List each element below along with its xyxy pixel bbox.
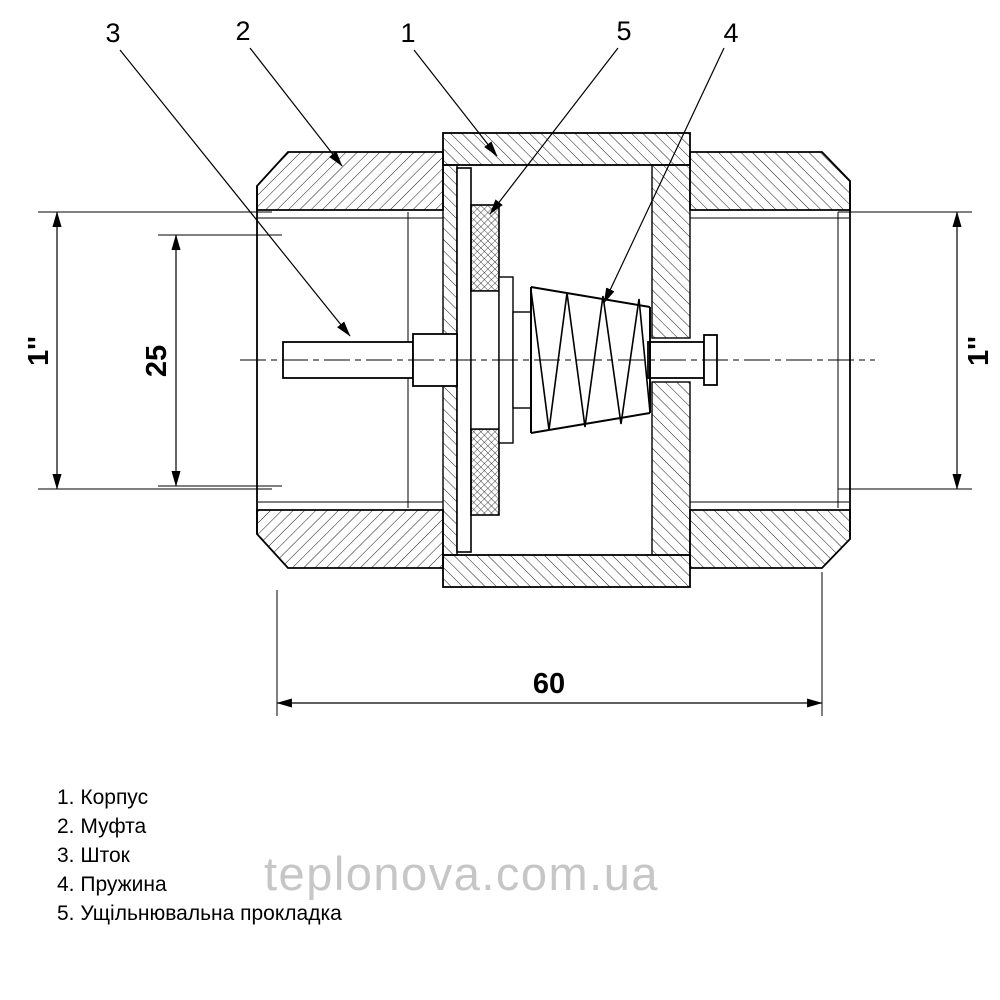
gasket-lower xyxy=(470,428,500,516)
gasket-upper xyxy=(470,204,500,292)
dim-inner-label: 25 xyxy=(141,345,173,377)
stem-guide-upper xyxy=(651,164,691,339)
dimension-inner: 25 xyxy=(141,234,282,487)
spring-outline-bottom xyxy=(530,412,651,434)
legend-item-1: 1. Корпус xyxy=(57,786,149,809)
stem-guide-lower xyxy=(651,381,691,556)
leader-5 xyxy=(489,47,619,215)
body-bottom-wall xyxy=(442,554,691,588)
legend-item-3: 3. Шток xyxy=(57,844,130,867)
spring-coils xyxy=(530,289,651,431)
legend-item-4: 4. Пружина xyxy=(57,873,167,896)
legend-item-5: 5. Ущільнювальна прокладка xyxy=(57,902,342,925)
dimension-left-bore: 1'' xyxy=(23,211,272,490)
spring xyxy=(530,286,651,434)
callout-3: 3 xyxy=(105,18,120,48)
watermark: teplonova.com.ua xyxy=(264,847,660,900)
callout-2: 2 xyxy=(235,16,250,46)
dim-length-label: 60 xyxy=(533,668,565,700)
dim-right-bore-label: 1'' xyxy=(963,336,995,366)
left-coupling-top-wall xyxy=(256,151,444,211)
dim-left-bore-label: 1'' xyxy=(23,336,55,366)
spring-outline-top xyxy=(530,286,651,308)
callout-4: 4 xyxy=(723,18,738,48)
leader-2 xyxy=(249,47,343,167)
legend: 1. Корпус 2. Муфта 3. Шток 4. Пружина 5.… xyxy=(57,783,342,928)
left-coupling xyxy=(256,151,444,569)
leader-4 xyxy=(603,47,725,304)
dimension-length: 60 xyxy=(276,572,823,716)
callout-leaders xyxy=(119,47,725,337)
right-port-top-wall xyxy=(689,151,851,211)
callout-5: 5 xyxy=(616,16,631,46)
left-coupling-bottom-wall xyxy=(256,509,444,569)
technical-drawing: 3 2 1 5 4 1'' 25 1'' xyxy=(23,16,995,716)
right-port xyxy=(689,151,851,569)
callout-1: 1 xyxy=(400,18,415,48)
leader-3 xyxy=(119,49,351,337)
right-port-bottom-wall xyxy=(689,509,851,569)
dimension-right-bore: 1'' xyxy=(838,211,995,490)
callout-labels: 3 2 1 5 4 xyxy=(105,16,738,48)
leader-1 xyxy=(413,49,498,157)
legend-item-2: 2. Муфта xyxy=(57,815,147,838)
body-top-wall xyxy=(442,132,691,166)
valve-cross-section: 3 2 1 5 4 1'' 25 1'' xyxy=(23,16,995,716)
